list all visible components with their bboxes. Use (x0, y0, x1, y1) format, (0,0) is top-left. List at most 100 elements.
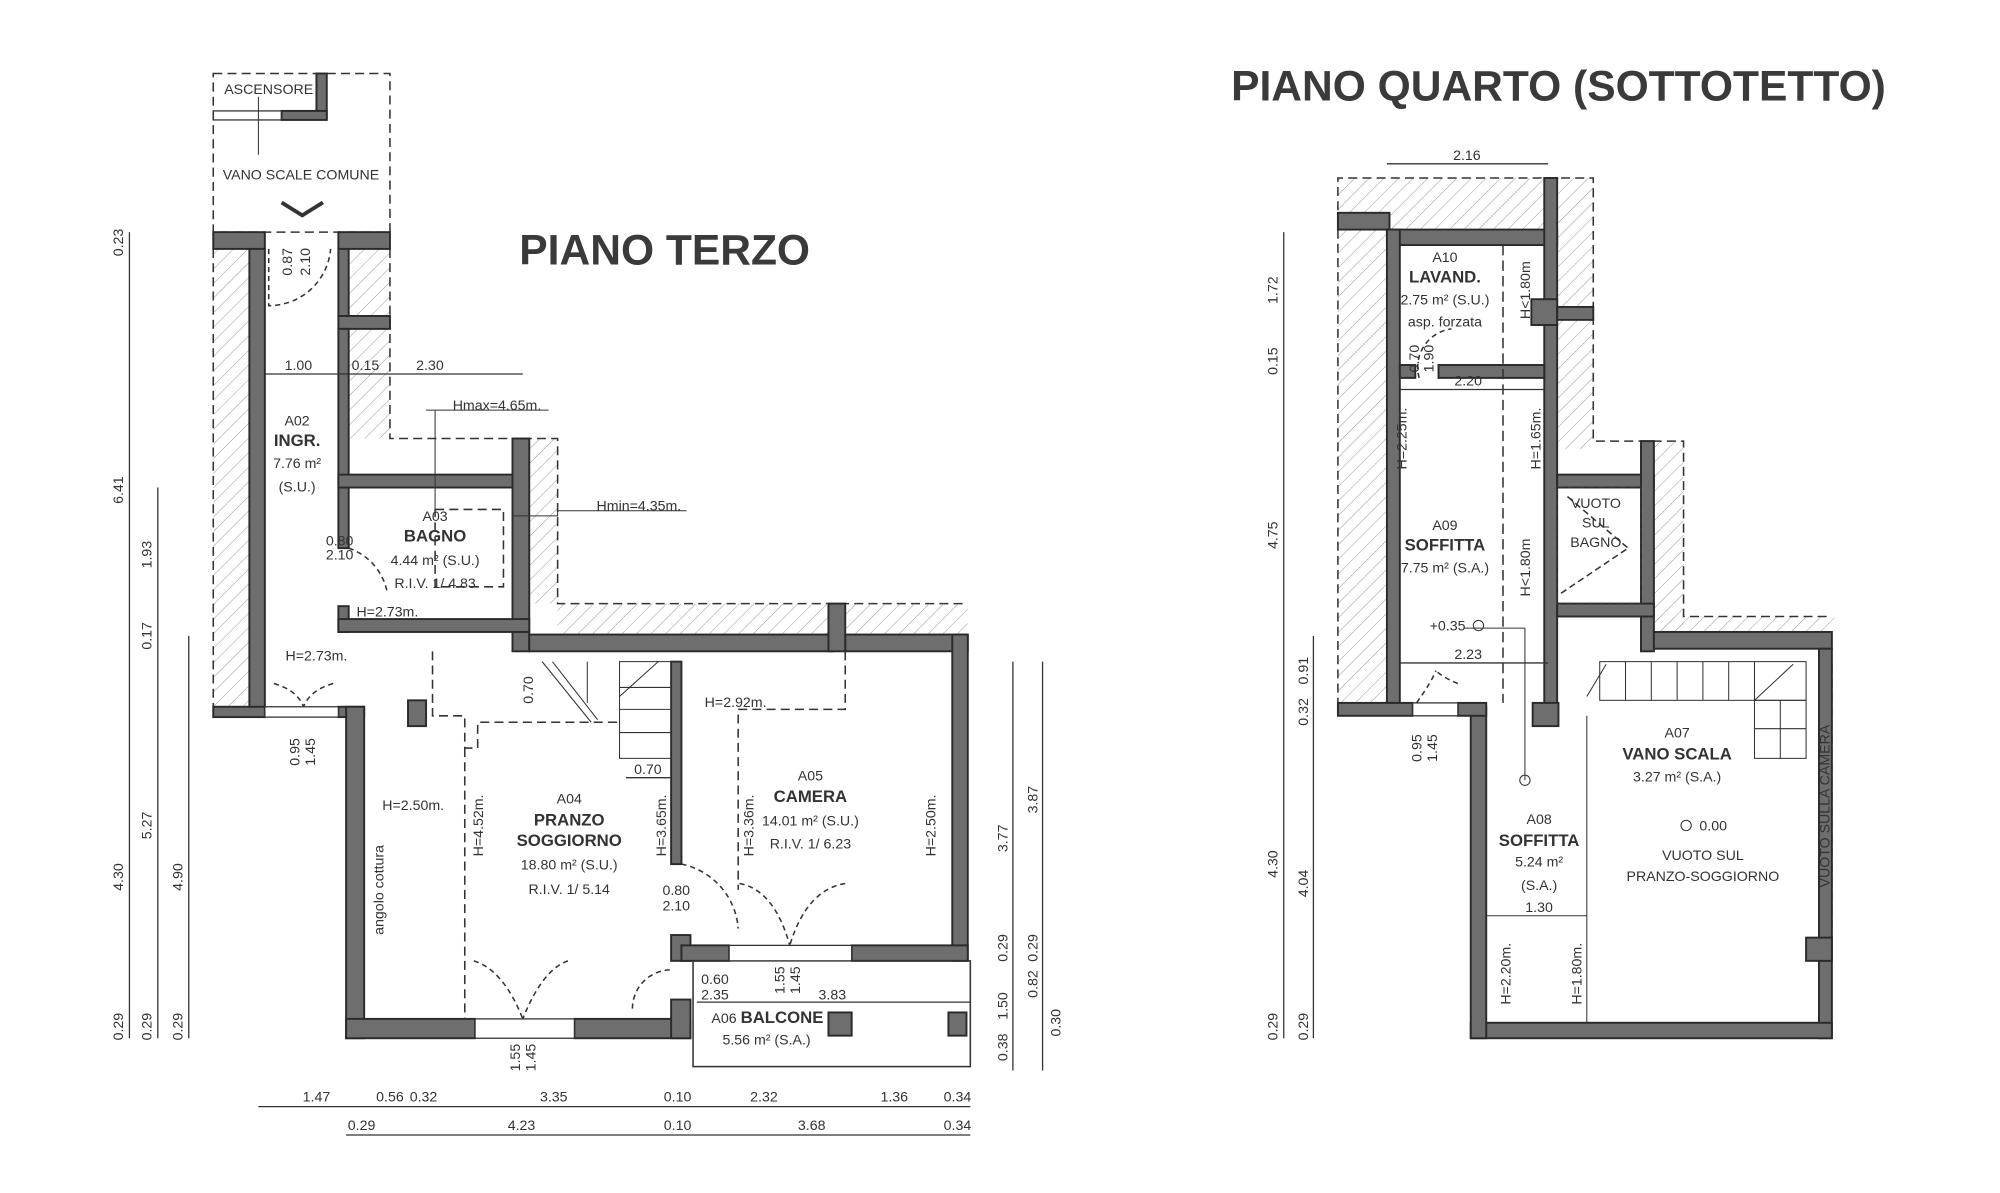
left-bottom-row1-7-label: 0.34 (944, 1089, 972, 1105)
dimension-lines (1283, 163, 1549, 1039)
right-a09-h-low-label: H<1.80m (1518, 539, 1534, 597)
dimension-lines (128, 232, 1044, 1136)
room-a09: 2.20 H=2.25m. H=1.65m. A09 SOFFITTA 7.75… (1394, 374, 1544, 663)
door-swings (267, 248, 846, 1020)
vuoto-sul-bagno: VUOTO SUL BAGNO (1570, 496, 1621, 551)
left-a06-code-label: A06 (711, 1011, 736, 1027)
left-inner-dims-stair-070-h-label: 0.70 (634, 762, 662, 778)
right-openings-lavand-door-1-label: 1.90 (1421, 345, 1437, 373)
left-a04-riv-label: R.I.V. 1/ 5.14 (529, 882, 611, 898)
room-a07: A07 VANO SCALA 3.27 m² (S.A.) 0.00 VUOTO… (1622, 726, 1779, 885)
left-a03-riv-label: R.I.V. 1/ 4.83 (394, 576, 476, 592)
internal-stair (541, 661, 672, 759)
left-a05-code-label: A05 (798, 768, 823, 784)
right-left-dims-8-label: 0.29 (1296, 1013, 1312, 1041)
left-right-dims-4-label: 1.50 (996, 992, 1012, 1020)
plan-title: PIANO TERZO (519, 226, 810, 274)
bagno-door-width: 0.80 (326, 534, 354, 550)
right-a10-area-label: 2.75 m² (S.U.) (1400, 292, 1489, 308)
hmin-label: Hmin=4.35m. (597, 499, 682, 515)
window-width: 0.95 (1410, 734, 1426, 762)
left-bottom-row1-3-label: 3.35 (540, 1089, 568, 1105)
left-left-dims-8-label: 0.29 (139, 1013, 155, 1041)
left-left-dims-5-label: 4.30 (111, 863, 127, 891)
bagno-door-height: 2.10 (326, 548, 354, 564)
right-vuoto-bagno-0-label: VUOTO (1571, 496, 1621, 512)
stair-a07 (1586, 661, 1807, 759)
left-left-dims-9-label: 0.29 (170, 1013, 186, 1041)
room-a04: A04 PRANZO SOGGIORNO 18.80 m² (S.U.) R.I… (372, 792, 670, 935)
camera-window-width: 1.55 (773, 966, 789, 994)
left-left-dims-2-label: 1.93 (139, 541, 155, 569)
left-inner-dims-d015-label: 0.15 (352, 358, 380, 374)
left-right-dims-1-label: 3.87 (1025, 786, 1041, 814)
left-a02-code-label: A02 (284, 414, 309, 430)
left-a05-h-right-label: H=2.50m. (924, 795, 940, 857)
left-right-dims-2-label: 0.29 (996, 934, 1012, 962)
piano-quarto-plan: PIANO QUARTO (SOTTOTETTO) (1231, 63, 1886, 1041)
balcony-door-height: 2.35 (701, 988, 729, 1004)
left-a05-area-label: 14.01 m² (S.U.) (762, 813, 859, 829)
right-a07-code-label: A07 (1664, 726, 1689, 742)
level-markers (1472, 619, 1692, 832)
right-a10-name-label: LAVAND. (1409, 267, 1481, 286)
right-inner-dims-d223-label: 2.23 (1454, 647, 1482, 663)
right-dimensions: 3.77 3.87 0.29 0.29 1.50 0.82 0.38 0.30 (996, 786, 1065, 1061)
right-a07-level-label: 0.00 (1699, 819, 1727, 835)
right-a08-code-label: A08 (1526, 812, 1551, 828)
left-bottom-row1-2-label: 0.32 (410, 1089, 438, 1105)
left-a03-name-label: BAGNO (404, 527, 466, 546)
vano-scale-label: VANO SCALE COMUNE (223, 167, 379, 183)
left-bottom-row1-5-label: 2.32 (750, 1089, 778, 1105)
left-bottom-row2-3-label: 3.68 (798, 1118, 826, 1134)
right-vuoto-bagno-1-label: SUL (1582, 515, 1610, 531)
balcony-door-width: 0.60 (701, 972, 729, 988)
room-a03: A03 BAGNO 4.44 m² (S.U.) R.I.V. 1/ 4.83 … (356, 509, 479, 620)
entry-door-height: 2.10 (298, 248, 314, 276)
left-corridor-h-label: H=2.73m. (286, 648, 348, 664)
right-a09-h-right-label: H=1.65m. (1528, 408, 1544, 470)
left-a04-h-left-label: H=4.52m. (471, 795, 487, 857)
right-left-dims-5-label: 4.30 (1265, 850, 1281, 878)
right-vuoto-bagno-2-label: BAGNO (1570, 535, 1621, 551)
left-a05-name-label: CAMERA (774, 787, 848, 806)
left-dimensions: 1.72 0.15 4.75 0.91 0.32 4.30 4.04 0.29 … (1265, 276, 1312, 1040)
left-kitchen-label-label: angolo cottura (372, 845, 388, 935)
left-bottom-row2-2-label: 0.10 (664, 1118, 692, 1134)
right-a10-code-label: A10 (1432, 250, 1457, 266)
left-inner-dims-stair-070-v-label: 0.70 (521, 676, 537, 704)
right-a08-h-left-label: H=2.20m. (1499, 943, 1515, 1005)
left-bottom-row2-4-label: 0.34 (944, 1118, 972, 1134)
room-a08: A08 SOFFITTA 5.24 m² (S.A.) 1.30 H=2.20m… (1499, 812, 1586, 1005)
left-a04-h-right-label: H=3.65m. (654, 795, 670, 857)
left-a03-code-label: A03 (422, 509, 447, 525)
left-bottom-row2-1-label: 4.23 (508, 1118, 536, 1134)
left-left-dims-0-label: 0.23 (111, 229, 127, 257)
left-bottom-row1-4-label: 0.10 (664, 1089, 692, 1105)
left-a03-area-label: 4.44 m² (S.U.) (391, 553, 480, 569)
left-right-dims-5-label: 0.82 (1025, 970, 1041, 998)
right-a10-h-label: H<1.80m (1518, 261, 1534, 319)
camera-door-height: 2.10 (662, 899, 690, 915)
left-bottom-row1-6-label: 1.36 (880, 1089, 908, 1105)
right-left-dims-1-label: 0.15 (1265, 347, 1281, 375)
right-a09-name-label: SOFFITTA (1405, 536, 1486, 555)
left-a02-area-label: 7.76 m² (273, 456, 321, 472)
hmax-label: Hmax=4.65m. (453, 398, 542, 414)
right-inner-dims-d130-label: 1.30 (1525, 900, 1553, 916)
plan-title: PIANO QUARTO (SOTTOTETTO) (1231, 63, 1886, 111)
right-a09-area-label: 7.75 m² (S.A.) (1401, 561, 1489, 577)
right-a07-area-label: 3.27 m² (S.A.) (1633, 770, 1721, 786)
right-a09-h-left-label: H=2.25m. (1394, 408, 1410, 470)
left-a04-area-label: 18.80 m² (S.U.) (521, 857, 618, 873)
left-dimensions: 0.23 6.41 1.93 0.17 5.27 4.30 4.90 0.29 … (111, 229, 186, 1041)
right-a09-code-label: A09 (1432, 518, 1457, 534)
soggiorno-window-width: 1.55 (508, 1044, 524, 1072)
left-a04-name1-label: PRANZO (534, 810, 605, 829)
right-a08-h-right-label: H=1.80m. (1570, 943, 1586, 1005)
inner-dims: 1.00 0.15 2.30 0.70 0.70 3.83 Hmax=4.65m… (285, 358, 847, 1003)
room-a02: A02 INGR. 7.76 m² (S.U.) H=2.73m. (273, 414, 347, 665)
left-inner-dims-d230-label: 2.30 (416, 358, 444, 374)
left-a06-name-label: BALCONE (741, 1008, 824, 1027)
